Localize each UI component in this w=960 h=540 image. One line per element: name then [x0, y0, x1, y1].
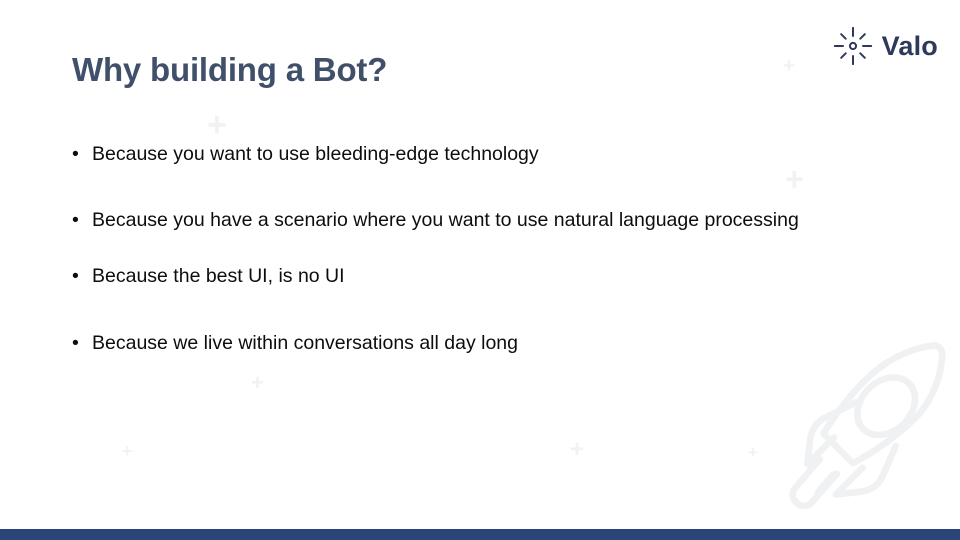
list-item-text: Because the best UI, is no UI: [92, 265, 345, 288]
list-item-text: Because you want to use bleeding-edge te…: [92, 143, 539, 165]
list-item: • Because you have a scenario where you …: [72, 205, 902, 235]
page-title: Why building a Bot?: [72, 51, 388, 89]
sparkle-plus-2: +: [783, 55, 795, 77]
list-item-text: Because you have a scenario where you wa…: [92, 209, 799, 232]
sparkle-plus-7: +: [748, 443, 758, 462]
footer-accent-bar: [0, 529, 960, 540]
bullet-marker: •: [72, 331, 79, 354]
sparkle-plus-6: +: [570, 436, 585, 463]
bullet-marker: •: [72, 209, 79, 232]
list-item-text: Because we live within conversations all…: [92, 331, 518, 354]
sparkle-plus-1: +: [207, 106, 227, 144]
sparkle-plus-5: +: [122, 441, 133, 461]
brand-wordmark: Valo: [881, 30, 938, 61]
bullet-marker: •: [72, 143, 79, 165]
rocket-watermark-icon: [776, 334, 960, 524]
bullet-marker: •: [72, 265, 79, 288]
brand-logo: Valo: [833, 26, 938, 66]
sparkle-plus-4: +: [251, 370, 264, 395]
list-item: • Because you want to use bleeding-edge …: [72, 139, 902, 169]
bullet-list: • Because you want to use bleeding-edge …: [72, 139, 902, 358]
list-item: • Because we live within conversations a…: [72, 328, 902, 358]
sun-burst-icon: [833, 26, 873, 66]
list-item: • Because the best UI, is no UI: [72, 261, 902, 291]
